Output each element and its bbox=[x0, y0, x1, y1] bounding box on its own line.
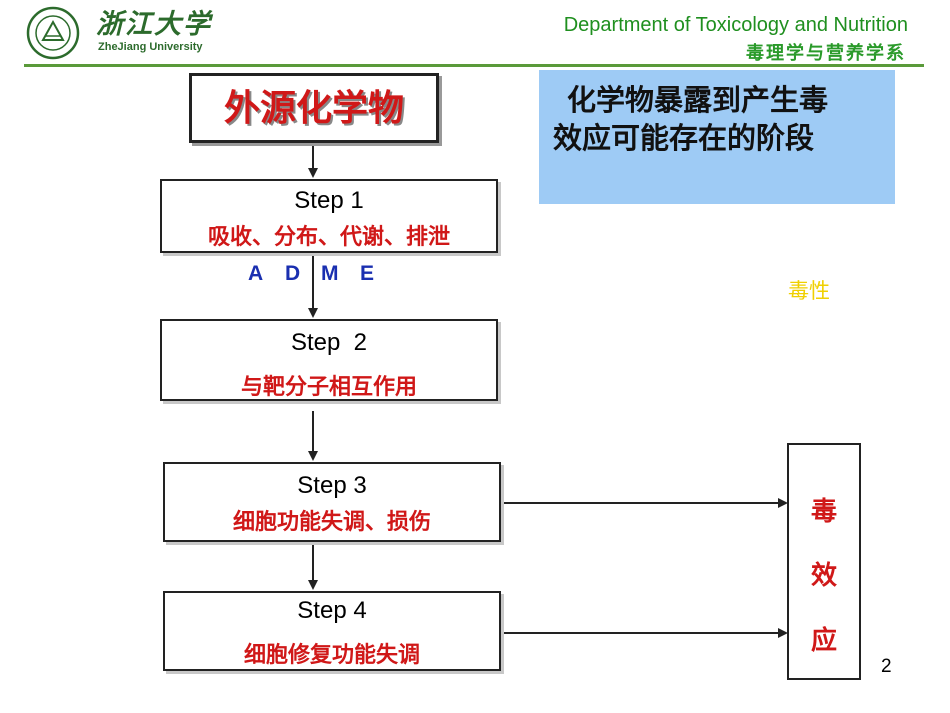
exogenous-chemical-box: 外源化学物 bbox=[189, 73, 439, 143]
zju-seal-logo bbox=[26, 6, 80, 60]
step-3-label: Step 3 bbox=[297, 472, 367, 499]
toxicity-label: 毒性 bbox=[788, 280, 830, 303]
department-name-en: Department of Toxicology and Nutrition bbox=[563, 14, 908, 36]
step-2-label: Step 2 bbox=[290, 329, 368, 356]
effect-char-2: 效 bbox=[810, 560, 837, 590]
info-line-1: 化学物暴露到产生毒 bbox=[567, 85, 829, 117]
step-4-desc: 细胞修复功能失调 bbox=[243, 642, 420, 667]
step-1-label: Step 1 bbox=[294, 187, 364, 214]
info-line-2: 效应可能存在的阶段 bbox=[553, 123, 815, 155]
stages-info-box: 化学物暴露到产生毒 效应可能存在的阶段 bbox=[539, 70, 895, 204]
adme-e: E bbox=[360, 262, 375, 285]
page-number: 2 bbox=[881, 656, 892, 677]
effect-char-1: 毒 bbox=[810, 496, 837, 526]
step-1-box: Step 1 吸收、分布、代谢、排泄 bbox=[160, 179, 498, 253]
department-name-cn: 毒理学与营养学系 bbox=[746, 43, 906, 64]
adme-m: M bbox=[321, 262, 339, 285]
toxic-effect-box: 毒 效 应 bbox=[787, 443, 861, 680]
step-2-box: Step 2 与靶分子相互作用 bbox=[160, 319, 498, 401]
step-4-box: Step 4 细胞修复功能失调 bbox=[163, 591, 501, 671]
effect-char-3: 应 bbox=[810, 625, 837, 655]
step-3-box: Step 3 细胞功能失调、损伤 bbox=[163, 462, 501, 542]
university-name-en: ZheJiang University bbox=[98, 41, 203, 53]
step-3-desc: 细胞功能失调、损伤 bbox=[232, 509, 431, 534]
exogenous-chemical-title: 外源化学物 bbox=[223, 87, 404, 128]
adme-a: A bbox=[248, 262, 264, 285]
step-4-label: Step 4 bbox=[297, 597, 367, 624]
adme-d: D bbox=[285, 262, 301, 285]
university-name-cn: 浙江大学 bbox=[96, 9, 212, 40]
step-2-desc: 与靶分子相互作用 bbox=[240, 374, 417, 399]
header-divider bbox=[24, 64, 924, 67]
step-1-desc: 吸收、分布、代谢、排泄 bbox=[207, 224, 450, 249]
